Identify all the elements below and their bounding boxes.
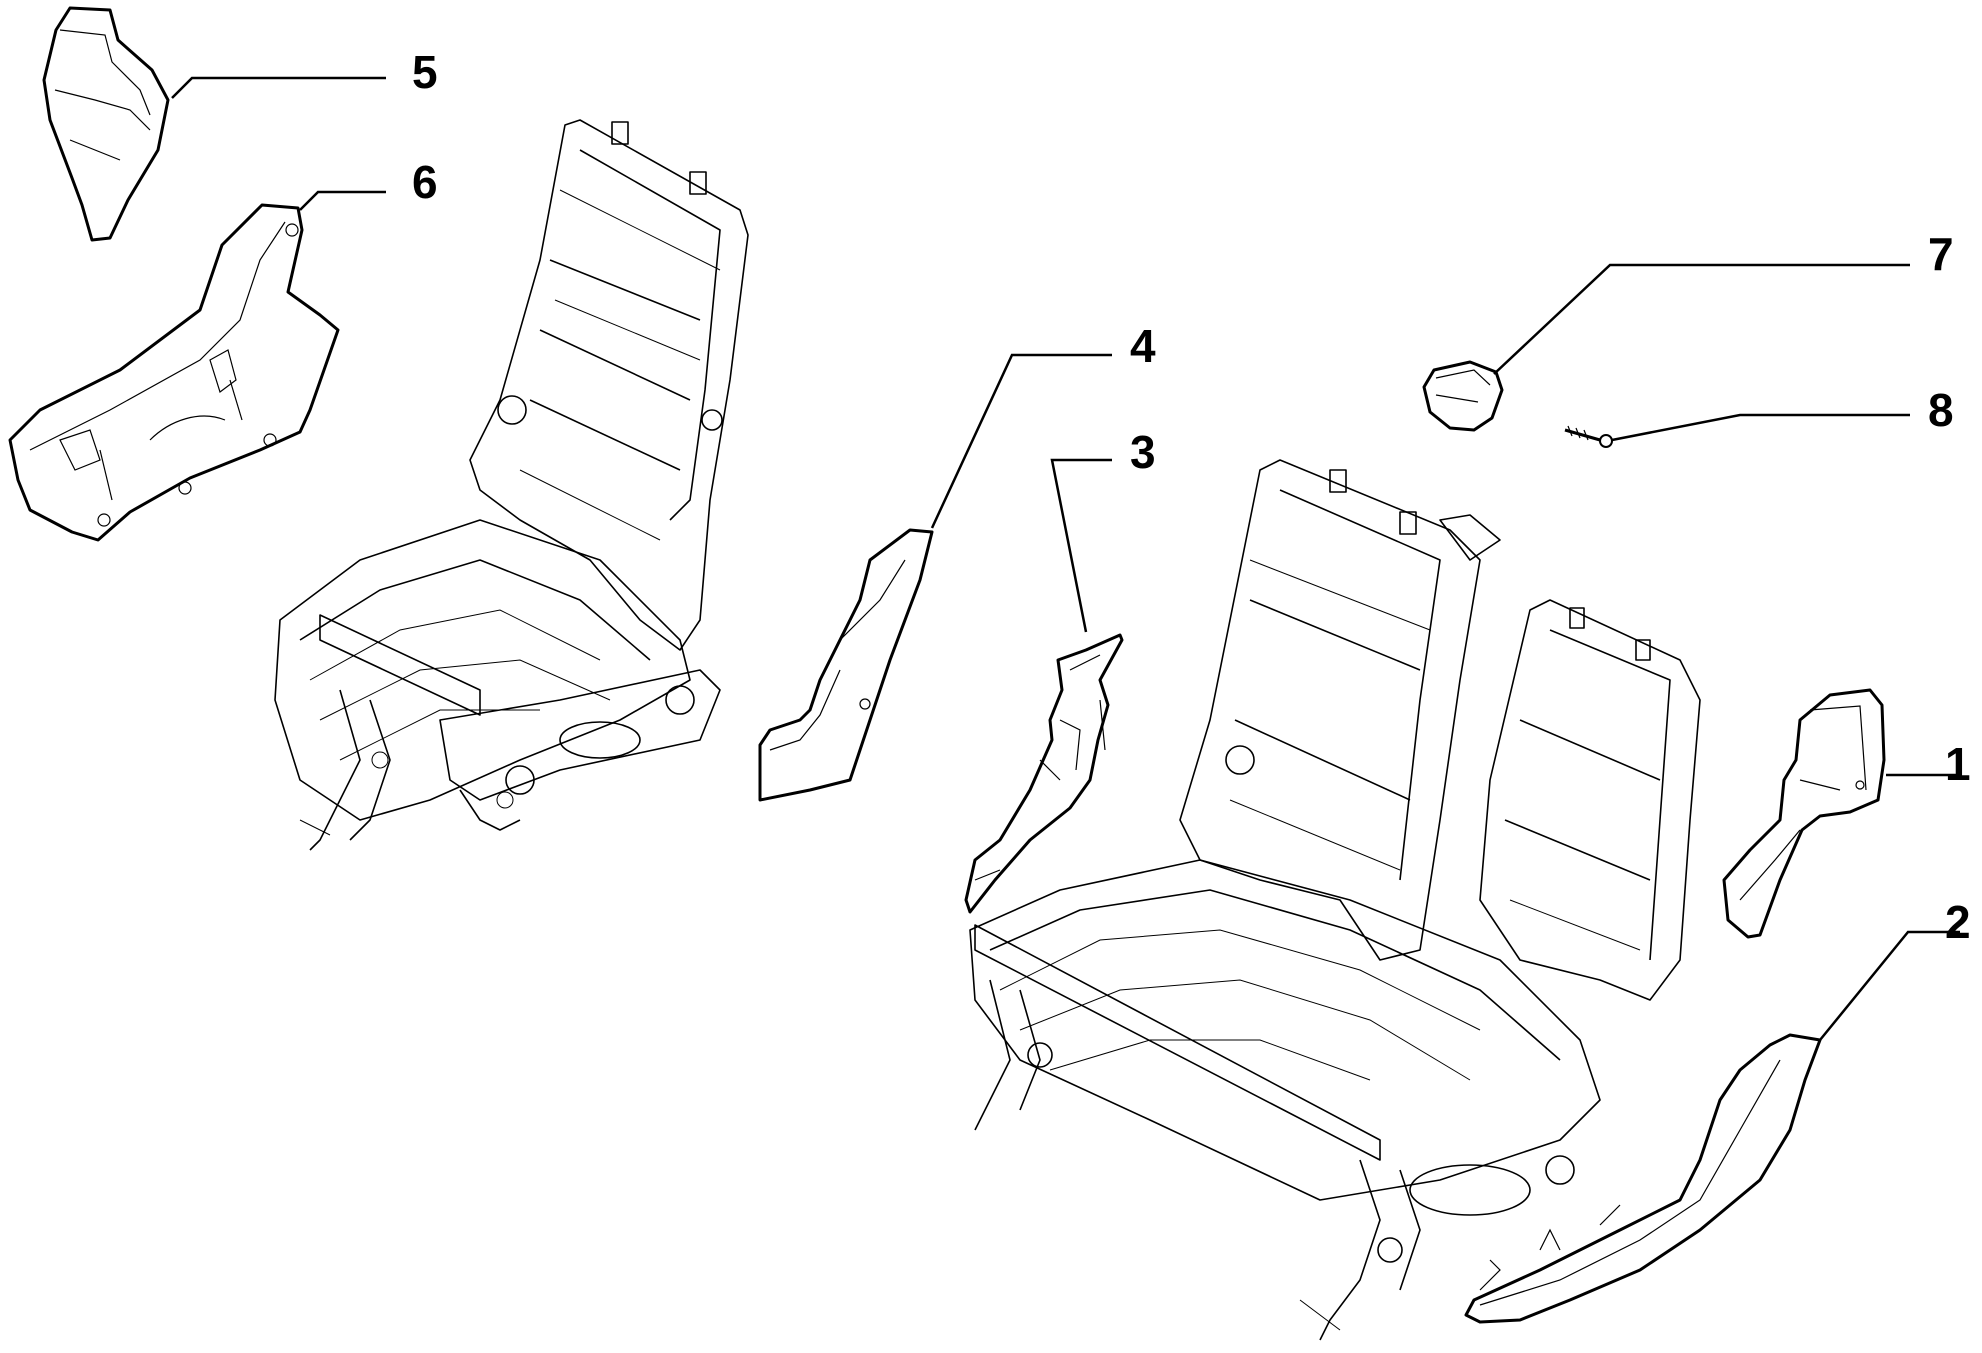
callout-3: 3: [1130, 426, 1156, 478]
part-2-lower-trim: [1464, 1033, 1822, 1324]
leader-4: [930, 353, 1112, 529]
leader-lines: [171, 76, 1960, 1041]
callout-labels: 5 6 4 3 7 8 1 2: [412, 46, 1971, 948]
part-6-side-trim: [8, 203, 340, 542]
leader-5: [171, 76, 386, 99]
leader-2: [1819, 930, 1960, 1041]
part-8-screw: [1564, 425, 1613, 448]
callout-8: 8: [1928, 384, 1954, 436]
part-4-inner-trim: [758, 528, 934, 802]
callout-1: 1: [1945, 738, 1971, 790]
callout-4: 4: [1130, 320, 1156, 372]
right-bench-frame: [969, 459, 1701, 1341]
left-seat-frame: [274, 119, 749, 851]
callout-2: 2: [1945, 896, 1971, 948]
part-3-hinge-cover: [964, 633, 1124, 914]
leader-8: [1611, 413, 1910, 442]
part-7-cap: [1422, 360, 1504, 432]
leader-6: [299, 190, 386, 211]
part-1-side-cover: [1722, 688, 1886, 939]
leader-7: [1493, 263, 1910, 375]
callout-5: 5: [412, 46, 438, 98]
leader-3: [1050, 458, 1112, 633]
part-5-upper-trim: [42, 6, 170, 242]
callout-6: 6: [412, 156, 438, 208]
callout-7: 7: [1928, 228, 1954, 280]
